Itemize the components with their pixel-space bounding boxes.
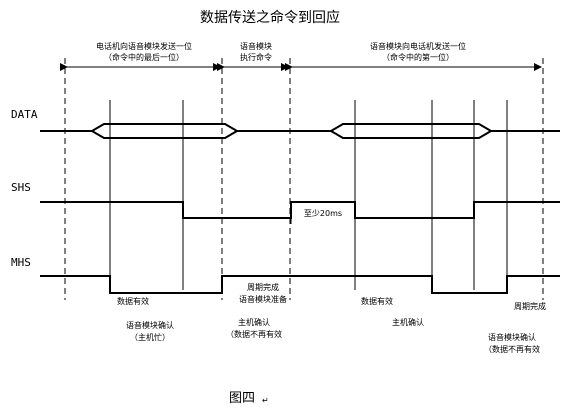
note-ack-busy-line1: 语音模块确认 bbox=[126, 320, 174, 330]
note-data-valid-2: 数据有效 bbox=[361, 296, 393, 306]
note-host-ack-invalid-line1: 主机确认 bbox=[238, 317, 270, 327]
signal-label-mhs: MHS bbox=[11, 256, 31, 269]
phase-1-label-line1: 电话机向语音模块发送一位 bbox=[96, 41, 192, 51]
note-ack-busy-line2: （主机忙） bbox=[130, 332, 170, 342]
note-module-ack-invalid-line2: （数据不再有效 bbox=[484, 344, 540, 354]
note-host-ack-invalid-line2: （数据不再有效 bbox=[226, 329, 282, 339]
note-cycle-done-line2: 语音模块准备 bbox=[239, 294, 287, 304]
note-cycle-done-line1: 周期完成 bbox=[247, 282, 279, 292]
caption-return-mark: ↵ bbox=[262, 396, 269, 405]
min-time-label: 至少20ms bbox=[304, 209, 342, 218]
phase-1-label-line2: （命令中的最后一位） bbox=[104, 52, 184, 62]
signal-label-data: DATA bbox=[11, 108, 38, 121]
shs-waveform bbox=[40, 201, 560, 219]
note-data-valid-1: 数据有效 bbox=[117, 296, 149, 306]
phase-3-label-line1: 语音模块向电话机发送一位 bbox=[370, 41, 466, 51]
note-host-ack: 主机确认 bbox=[392, 317, 424, 327]
signal-label-shs: SHS bbox=[11, 181, 31, 194]
note-cycle-done: 周期完成 bbox=[514, 301, 546, 311]
phase-2-label-line2: 执行命令 bbox=[240, 52, 272, 62]
mhs-waveform bbox=[40, 275, 560, 294]
data-waveform bbox=[40, 123, 560, 139]
note-module-ack-invalid-line1: 语音模块确认 bbox=[488, 332, 536, 342]
diagram-title: 数据传送之命令到回应 bbox=[200, 9, 340, 26]
phase-2-label-line1: 语音模块 bbox=[240, 41, 272, 51]
figure-caption: 图四 bbox=[229, 391, 255, 406]
phase-3-label-line2: （命令中的第一位） bbox=[382, 52, 454, 62]
